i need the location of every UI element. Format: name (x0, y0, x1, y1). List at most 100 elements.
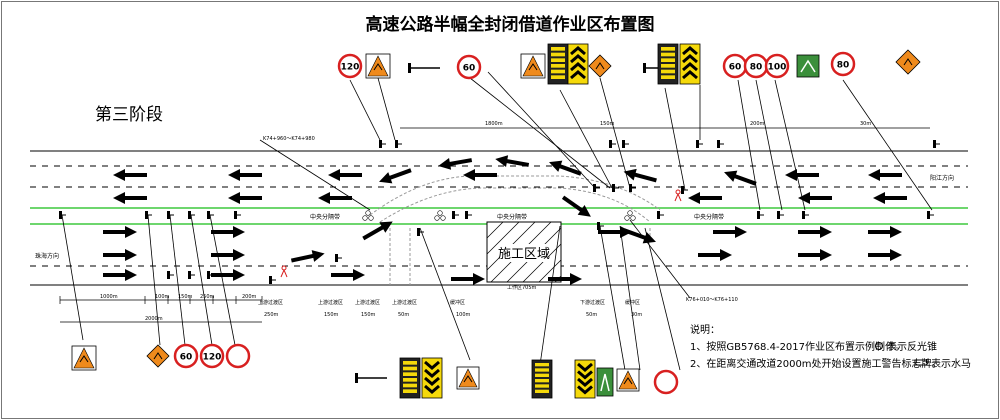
leader-line (599, 77, 631, 189)
speed-limit-sign: 60 (173, 343, 199, 369)
warning-sign (616, 368, 640, 392)
leader-line (755, 79, 783, 211)
lane-arrow (688, 192, 722, 204)
sign-post (417, 228, 424, 236)
arrow-shaft (238, 196, 262, 200)
arrow-head (113, 169, 125, 181)
diagram-title: 高速公路半幅全封闭借道作业区布置图 (366, 14, 655, 35)
arrow-head (353, 269, 365, 281)
lane-arrow (228, 192, 262, 204)
led-row (403, 389, 417, 393)
sign-post (234, 211, 241, 219)
arrow-head (570, 273, 582, 285)
leader-line (147, 214, 161, 346)
led-row (535, 363, 549, 367)
lane-arrow (798, 226, 832, 238)
arrow-head (873, 192, 885, 204)
post-plate (59, 211, 62, 219)
zone-length: 50m (586, 312, 597, 318)
chevron-stripe (570, 46, 586, 56)
chevron-board (567, 43, 589, 85)
guide-board (796, 54, 820, 78)
bottom-dim-label: 150m (178, 294, 193, 300)
lane-arrow (103, 269, 137, 281)
zone-name: 上游过渡区 (258, 299, 283, 306)
chevron-stripe (424, 368, 440, 378)
arrow-head (328, 169, 340, 181)
chevron-stripe (682, 54, 698, 64)
arrow-head (720, 249, 732, 261)
post-plate (188, 211, 191, 219)
leader-line (664, 87, 686, 191)
sign-posts (59, 140, 940, 284)
speed-value: 60 (729, 63, 742, 73)
led-row (661, 58, 675, 62)
post-plate (927, 211, 930, 219)
bottom-dim-label: 250m (200, 294, 215, 300)
arrow-head (228, 192, 240, 204)
zone-name: 上游过渡区 (392, 299, 417, 306)
lane-arrow (873, 192, 907, 204)
arrow-head (379, 221, 393, 233)
arrow-light-board (531, 359, 553, 399)
led-row (551, 75, 565, 79)
station-upper: K74+960～K74+980 (263, 136, 315, 142)
arrow-head (495, 155, 509, 168)
notes-legend-1: 表示反光锥 (887, 340, 937, 353)
chevron-stripe (577, 362, 593, 372)
sign-post (452, 211, 459, 219)
post-plate (379, 140, 382, 148)
lane-arrow (451, 273, 485, 285)
cone (627, 210, 633, 216)
speed-ring (653, 369, 679, 395)
arrow-head (228, 169, 240, 181)
arrow-head (890, 226, 902, 238)
lane-arrow (561, 195, 591, 217)
sign-post (612, 184, 619, 192)
speed-value: 100 (768, 63, 787, 73)
arrow-light-board (399, 357, 421, 399)
chevron-stripe (682, 62, 698, 72)
speed-limit-sign: 80 (830, 51, 856, 77)
led-row (551, 58, 565, 62)
sign-post (597, 222, 604, 230)
top-dim-4: 30m (860, 121, 871, 127)
road-lines (30, 150, 968, 286)
post-plate (681, 186, 684, 194)
chevron-stripe (424, 384, 440, 394)
arrow-head (623, 168, 637, 181)
arrow-shaft (548, 277, 572, 281)
sign-post (234, 271, 241, 279)
lane-arrow (113, 192, 147, 204)
arrow-head (785, 169, 797, 181)
lane-arrow (495, 155, 530, 168)
arrow-shaft (338, 173, 362, 177)
lane-arrow (868, 249, 902, 261)
arrow-shaft (473, 173, 497, 177)
lane-arrow (331, 269, 365, 281)
arrow-shaft (451, 277, 475, 281)
chevron-stripe (577, 370, 593, 380)
arrow-shaft (290, 253, 316, 263)
arrow-shaft (123, 196, 147, 200)
speed-ring (764, 53, 790, 79)
sign-post (395, 140, 402, 148)
lane-arrow (318, 192, 352, 204)
zone-name: 上游过渡区 (355, 299, 380, 306)
lane-arrow (623, 168, 657, 183)
arrow-head (463, 169, 475, 181)
sign-post (207, 211, 214, 219)
plate-end (643, 63, 646, 73)
led-row (661, 64, 675, 68)
warning-triangle (522, 55, 544, 77)
arrow-shaft (713, 230, 737, 234)
led-row (403, 378, 417, 382)
direction-right: 阳江方向 (930, 174, 954, 182)
speed-limit-sign: 60 (722, 53, 748, 79)
guide-arrow (800, 59, 816, 73)
leader-lines (61, 71, 933, 371)
chevron-board (421, 357, 443, 399)
sign-post (629, 184, 636, 192)
lane-arrow (228, 169, 262, 181)
